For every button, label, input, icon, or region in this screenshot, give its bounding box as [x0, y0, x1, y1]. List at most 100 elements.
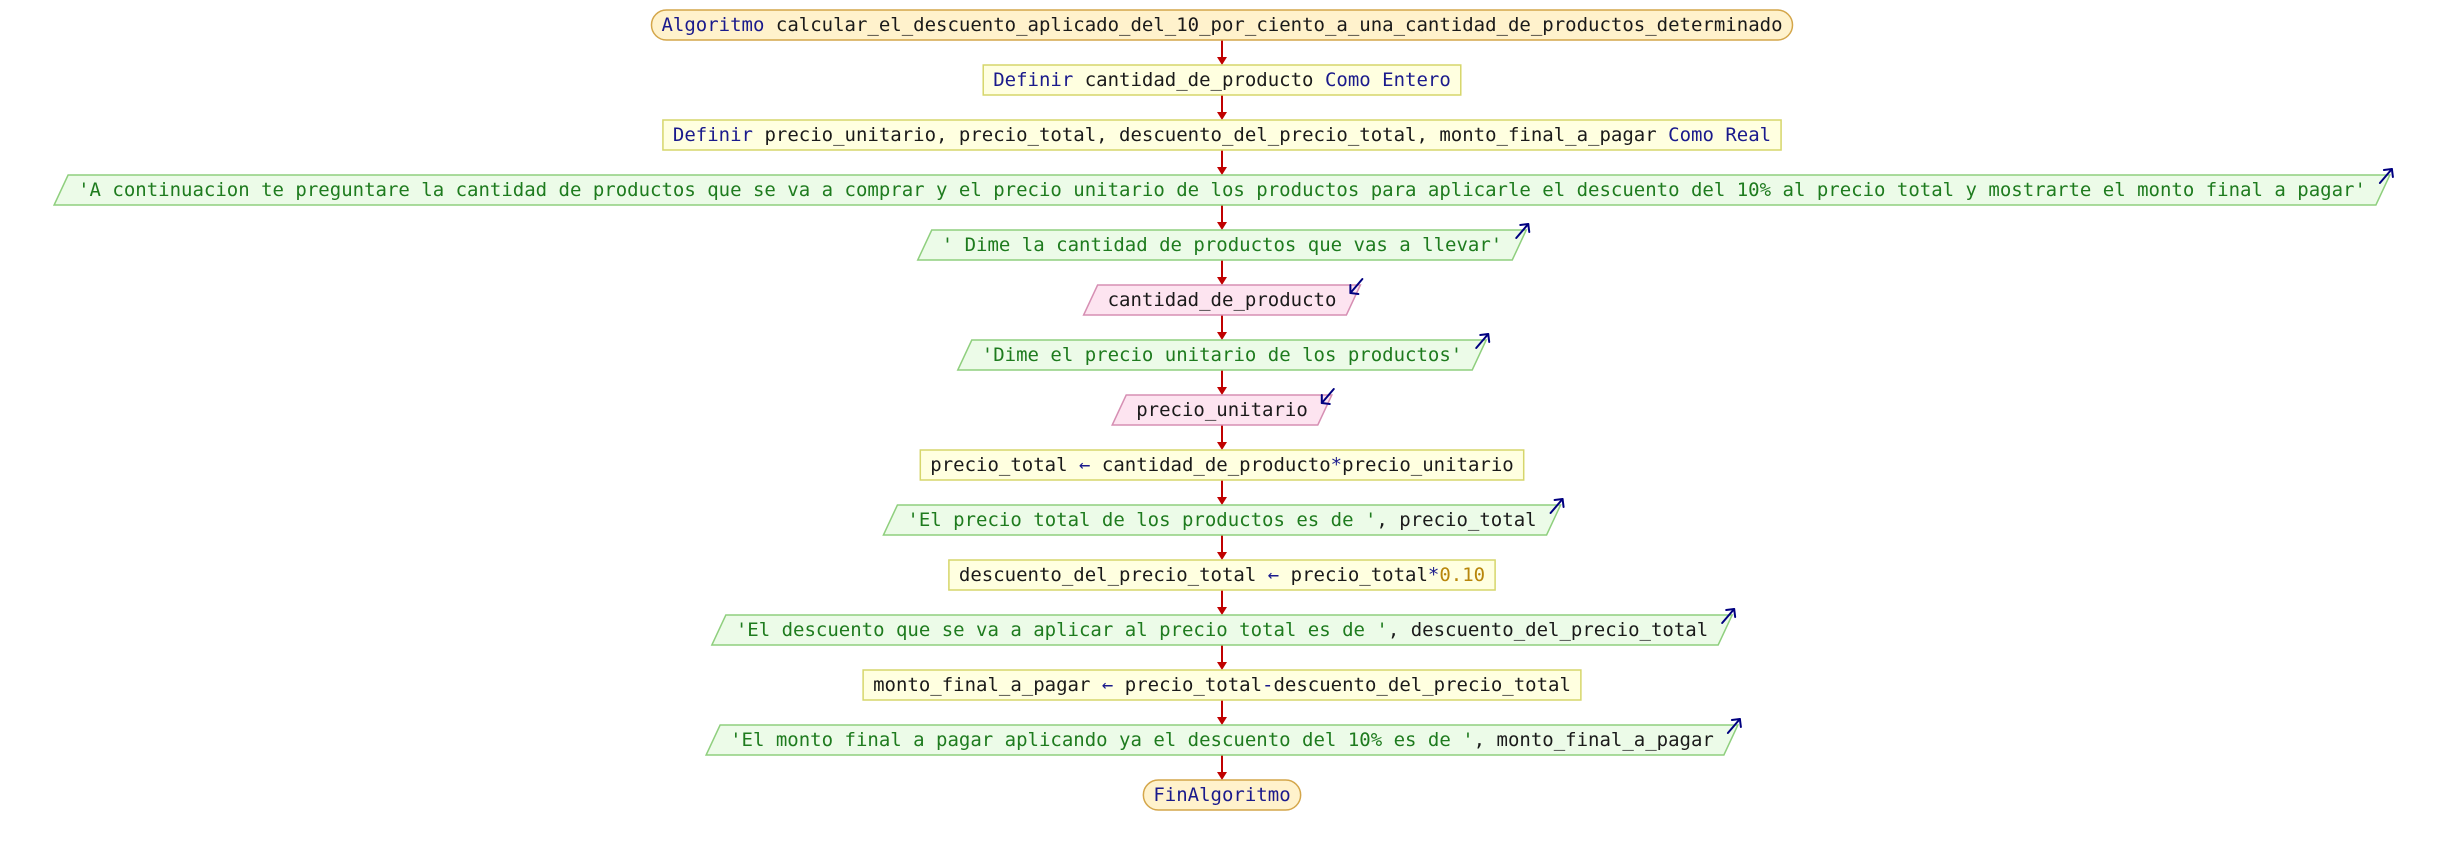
node-end: FinAlgoritmo — [1142, 779, 1302, 811]
node-assign-final-segment-1: ← — [1102, 674, 1113, 696]
connector-arrow — [1217, 700, 1227, 725]
output-arrow-icon — [1475, 333, 1491, 349]
node-end-label: FinAlgoritmo — [1153, 784, 1290, 806]
output-arrow-icon — [1515, 223, 1531, 239]
node-out-ask-qty-label: ' Dime la cantidad de productos que vas … — [942, 234, 1503, 256]
connector-arrow — [1217, 645, 1227, 670]
node-out-total: 'El precio total de los productos es de … — [882, 498, 1565, 536]
node-assign-total-segment-3: * — [1331, 454, 1342, 476]
node-out-final: 'El monto final a pagar aplicando ya el … — [704, 718, 1742, 756]
node-out-final-segment-0: 'El monto final a pagar aplicando ya el … — [730, 729, 1474, 751]
node-out-discount-shape — [710, 614, 1734, 646]
node-def-int-segment-0: Definir — [993, 69, 1073, 91]
node-out-total-shape — [882, 504, 1562, 536]
node-assign-final-segment-0: monto_final_a_pagar — [873, 674, 1102, 696]
connector-arrow — [1217, 205, 1227, 230]
node-assign-final-label: monto_final_a_pagar ← precio_total-descu… — [873, 674, 1571, 696]
node-in-qty-label: cantidad_de_producto — [1108, 289, 1337, 311]
node-start-label: Algoritmo calcular_el_descuento_aplicado… — [661, 14, 1782, 36]
node-out-discount-segment-1: , descuento_del_precio_total — [1388, 619, 1708, 641]
node-out-total-label: 'El precio total de los productos es de … — [907, 509, 1536, 531]
node-out-ask-qty: ' Dime la cantidad de productos que vas … — [916, 223, 1531, 261]
node-out-discount-label: 'El descuento que se va a aplicar al pre… — [736, 619, 1708, 641]
node-end-segment-0: FinAlgoritmo — [1153, 784, 1290, 806]
connector-arrow — [1217, 95, 1227, 120]
connector-arrow — [1217, 480, 1227, 505]
node-assign-discount-segment-2: precio_total — [1279, 564, 1428, 586]
node-def-real: Definir precio_unitario, precio_total, d… — [662, 119, 1782, 151]
node-out-intro-label: 'A continuacion te preguntare la cantida… — [78, 179, 2366, 201]
node-end-shape — [1142, 779, 1302, 811]
flowchart-nodes: Algoritmo calcular_el_descuento_aplicado… — [52, 9, 2394, 811]
node-assign-total-segment-4: precio_unitario — [1342, 454, 1514, 476]
connector-arrow — [1217, 425, 1227, 450]
connector-arrow — [1217, 315, 1227, 340]
node-in-qty-segment-0: cantidad_de_producto — [1108, 289, 1337, 311]
connector-arrow — [1217, 40, 1227, 65]
node-start-segment-0: Algoritmo — [661, 14, 764, 36]
node-out-ask-price-shape — [956, 339, 1488, 371]
node-out-ask-qty-shape — [916, 229, 1528, 261]
node-def-real-shape — [662, 119, 1782, 151]
output-arrow-icon — [2378, 168, 2394, 184]
node-out-final-shape — [704, 724, 1740, 756]
node-def-real-segment-0: Definir — [673, 124, 753, 146]
connector-arrow — [1217, 150, 1227, 175]
connector-arrow — [1217, 260, 1227, 285]
node-assign-discount-shape — [948, 559, 1496, 591]
node-assign-final-segment-2: precio_total — [1113, 674, 1262, 696]
input-arrow-icon — [1349, 278, 1364, 295]
node-in-price-segment-0: precio_unitario — [1136, 399, 1308, 421]
node-assign-total-segment-2: cantidad_de_producto — [1090, 454, 1330, 476]
flowchart-edges — [1217, 40, 1227, 780]
connector-arrow — [1217, 755, 1227, 780]
node-out-ask-price: 'Dime el precio unitario de los producto… — [956, 333, 1491, 371]
node-assign-total: precio_total ← cantidad_de_producto*prec… — [919, 449, 1525, 481]
node-assign-final-segment-4: descuento_del_precio_total — [1273, 674, 1570, 696]
node-assign-discount: descuento_del_precio_total ← precio_tota… — [948, 559, 1496, 591]
node-in-price: precio_unitario — [1111, 388, 1335, 426]
node-start-shape — [650, 9, 1794, 41]
node-assign-discount-segment-1: ← — [1268, 564, 1279, 586]
node-assign-total-segment-0: precio_total — [930, 454, 1079, 476]
node-def-int-segment-2: Como Entero — [1325, 69, 1451, 91]
node-out-final-label: 'El monto final a pagar aplicando ya el … — [730, 729, 1714, 751]
node-out-ask-price-label: 'Dime el precio unitario de los producto… — [982, 344, 1462, 366]
node-def-real-label: Definir precio_unitario, precio_total, d… — [673, 124, 1771, 146]
node-def-int-shape — [982, 64, 1462, 96]
node-in-qty-shape — [1082, 284, 1362, 316]
node-in-price-label: precio_unitario — [1136, 399, 1308, 421]
input-arrow-icon — [1320, 388, 1335, 405]
output-arrow-icon — [1721, 608, 1737, 624]
connector-arrow — [1217, 590, 1227, 615]
connector-arrow — [1217, 370, 1227, 395]
node-assign-final-shape — [862, 669, 1582, 701]
node-out-ask-price-segment-0: 'Dime el precio unitario de los producto… — [982, 344, 1462, 366]
node-out-discount-segment-0: 'El descuento que se va a aplicar al pre… — [736, 619, 1388, 641]
node-assign-discount-label: descuento_del_precio_total ← precio_tota… — [959, 564, 1485, 586]
node-def-int-segment-1: cantidad_de_producto — [1073, 69, 1325, 91]
node-def-real-segment-2: Como Real — [1668, 124, 1771, 146]
node-start: Algoritmo calcular_el_descuento_aplicado… — [650, 9, 1794, 41]
node-def-int: Definir cantidad_de_producto Como Entero — [982, 64, 1462, 96]
node-def-int-label: Definir cantidad_de_producto Como Entero — [993, 69, 1451, 91]
node-assign-discount-segment-0: descuento_del_precio_total — [959, 564, 1268, 586]
node-assign-discount-segment-4: 0.10 — [1439, 564, 1485, 586]
node-in-price-shape — [1111, 394, 1333, 426]
node-start-segment-1: calcular_el_descuento_aplicado_del_10_po… — [764, 14, 1782, 36]
node-out-ask-qty-segment-0: ' Dime la cantidad de productos que vas … — [942, 234, 1503, 256]
node-out-intro-shape — [52, 174, 2392, 206]
node-in-qty: cantidad_de_producto — [1082, 278, 1364, 316]
node-assign-final-segment-3: - — [1262, 674, 1273, 696]
output-arrow-icon — [1726, 718, 1742, 734]
node-assign-final: monto_final_a_pagar ← precio_total-descu… — [862, 669, 1582, 701]
node-assign-discount-segment-3: * — [1428, 564, 1439, 586]
node-assign-total-shape — [919, 449, 1525, 481]
output-arrow-icon — [1549, 498, 1565, 514]
connector-arrow — [1217, 535, 1227, 560]
node-out-intro: 'A continuacion te preguntare la cantida… — [52, 168, 2394, 206]
node-out-final-segment-1: , monto_final_a_pagar — [1474, 729, 1714, 751]
node-assign-total-segment-1: ← — [1079, 454, 1090, 476]
node-def-real-segment-1: precio_unitario, precio_total, descuento… — [753, 124, 1668, 146]
